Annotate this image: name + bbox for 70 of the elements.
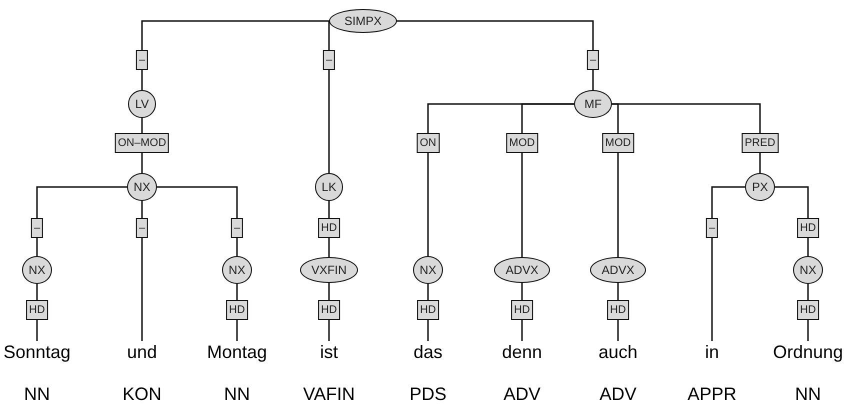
category-ellipse: NX (127, 173, 157, 201)
tree-branch (711, 186, 745, 341)
word-token: auch (598, 341, 638, 363)
tree-branch (775, 186, 809, 256)
category-ellipse: NX (793, 256, 823, 284)
word-token: Sonntag (3, 341, 71, 363)
tree-branch (617, 283, 619, 341)
pos-tag: ADV (504, 383, 540, 405)
category-ellipse: ADVX (494, 257, 550, 283)
pos-tag: ADV (600, 383, 636, 405)
category-ellipse: VXFIN (300, 257, 358, 283)
word-token: Montag (206, 341, 268, 363)
category-ellipse: NX (413, 256, 443, 284)
edge-label: HD (607, 300, 629, 320)
category-ellipse: ADVX (590, 257, 646, 283)
pos-tag: APPR (687, 383, 737, 405)
pos-tag: NN (224, 383, 250, 405)
pos-tag: KON (122, 383, 162, 405)
edge-label: MOD (602, 133, 634, 153)
tree-branch (328, 20, 330, 173)
edge-label: – (322, 50, 336, 70)
tree-branch (521, 283, 523, 341)
word-token: Ordnung (772, 341, 844, 363)
category-ellipse: LV (128, 90, 156, 118)
edge-label: HD (511, 300, 533, 320)
category-ellipse: SIMPX (329, 9, 397, 33)
pos-tag: PDS (410, 383, 446, 405)
edge-label: HD (318, 300, 340, 320)
tree-branch (141, 20, 329, 90)
edge-label: HD (797, 218, 819, 238)
tree-branch (141, 201, 143, 341)
tree-branch (157, 186, 238, 256)
edge-label: – (136, 218, 148, 238)
edge-label: – (136, 50, 148, 70)
tree-branch (36, 284, 38, 341)
category-ellipse: NX (222, 256, 252, 284)
edge-label: ON (416, 133, 440, 153)
category-ellipse: NX (22, 256, 52, 284)
edge-label: – (230, 218, 244, 238)
tree-branch (36, 186, 127, 256)
pos-tag: NN (24, 383, 50, 405)
edge-label: HD (417, 300, 439, 320)
tree-branch (427, 284, 429, 341)
edge-label: – (706, 218, 718, 238)
word-token: denn (502, 341, 542, 363)
tree-branch (328, 201, 330, 257)
edge-label: MOD (506, 133, 538, 153)
category-ellipse: PX (745, 173, 775, 201)
tree-branch (397, 20, 594, 90)
pos-tag: NN (795, 383, 821, 405)
edge-label: PRED (742, 133, 778, 153)
tree-branch (521, 103, 574, 257)
category-ellipse: LK (315, 173, 343, 201)
word-token: und (126, 341, 158, 363)
tree-branch (236, 284, 238, 341)
tree-branch (612, 103, 761, 173)
word-token: das (413, 341, 443, 363)
edge-label: HD (26, 300, 48, 320)
edge-label: HD (318, 218, 340, 238)
edge-label: HD (797, 300, 819, 320)
tree-branch (807, 284, 809, 341)
edge-label: HD (226, 300, 248, 320)
edge-label: ON–MOD (114, 133, 170, 153)
edge-label: – (586, 50, 600, 70)
word-token: ist (320, 341, 338, 363)
pos-tag: VAFIN (303, 383, 355, 405)
category-ellipse: MF (574, 90, 612, 118)
edge-label: – (30, 218, 44, 238)
tree-branch (328, 283, 330, 341)
word-token: in (705, 341, 719, 363)
